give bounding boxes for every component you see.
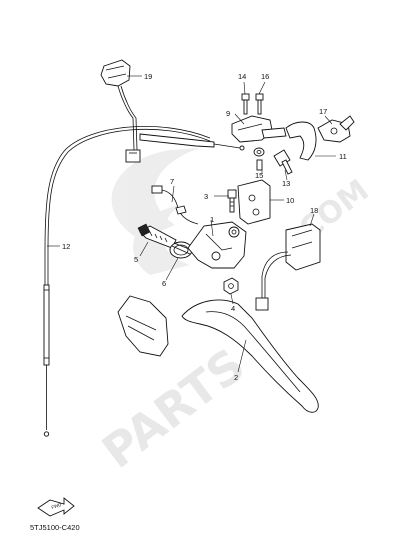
label-part-1: 1 bbox=[210, 215, 214, 224]
label-part-17: 17 bbox=[319, 107, 327, 116]
part-labels: 1 2 3 4 5 6 7 9 10 11 12 13 14 15 16 17 … bbox=[62, 72, 347, 382]
part-11-lever bbox=[285, 121, 317, 161]
fwd-arrow-icon bbox=[37, 497, 75, 517]
label-part-16: 16 bbox=[261, 72, 269, 81]
label-part-12: 12 bbox=[62, 242, 70, 251]
part-17-clamp bbox=[317, 115, 355, 143]
label-part-10: 10 bbox=[286, 196, 294, 205]
cable-connector bbox=[125, 149, 141, 163]
cable-housing bbox=[43, 284, 50, 366]
label-part-4: 4 bbox=[231, 304, 235, 313]
part-6-spring bbox=[169, 241, 193, 259]
leader-lines bbox=[47, 75, 336, 373]
part-19-cap bbox=[100, 59, 131, 87]
part-18-sensor bbox=[255, 223, 321, 311]
catalog-code: 5TJ5100-C420 bbox=[30, 523, 80, 532]
label-part-2: 2 bbox=[234, 373, 238, 382]
part-2-lever bbox=[181, 299, 319, 413]
watermark-text: PARTS bbox=[92, 338, 255, 479]
label-part-13: 13 bbox=[282, 179, 290, 188]
label-part-11: 11 bbox=[339, 152, 347, 161]
wire-connector bbox=[151, 185, 163, 194]
label-part-18: 18 bbox=[310, 206, 318, 215]
cable-assembly bbox=[43, 59, 245, 437]
part-3-bolt bbox=[227, 189, 237, 213]
part-10-bracket bbox=[237, 179, 271, 225]
switch-wire bbox=[151, 185, 199, 225]
part-9-switch-body bbox=[231, 115, 287, 143]
part-13-bolt bbox=[273, 149, 293, 175]
label-part-19: 19 bbox=[144, 72, 152, 81]
part-14-screw bbox=[241, 93, 250, 115]
label-part-6: 6 bbox=[162, 279, 166, 288]
part-1-lever-holder bbox=[187, 221, 247, 269]
fwd-arrow: FWD bbox=[37, 497, 75, 517]
label-part-7: 7 bbox=[170, 177, 174, 186]
label-part-15: 15 bbox=[255, 171, 263, 180]
label-part-3: 3 bbox=[204, 192, 208, 201]
label-part-14: 14 bbox=[238, 72, 246, 81]
part-16-screw bbox=[255, 93, 264, 115]
label-part-9: 9 bbox=[226, 109, 230, 118]
part-15-washer bbox=[253, 147, 265, 171]
label-part-5: 5 bbox=[134, 255, 138, 264]
lever-guard bbox=[117, 295, 169, 357]
sensor-connector bbox=[255, 297, 269, 311]
fwd-label: FWD bbox=[51, 502, 63, 510]
part-4-nut bbox=[223, 277, 239, 295]
cable-sleeve bbox=[139, 133, 215, 148]
